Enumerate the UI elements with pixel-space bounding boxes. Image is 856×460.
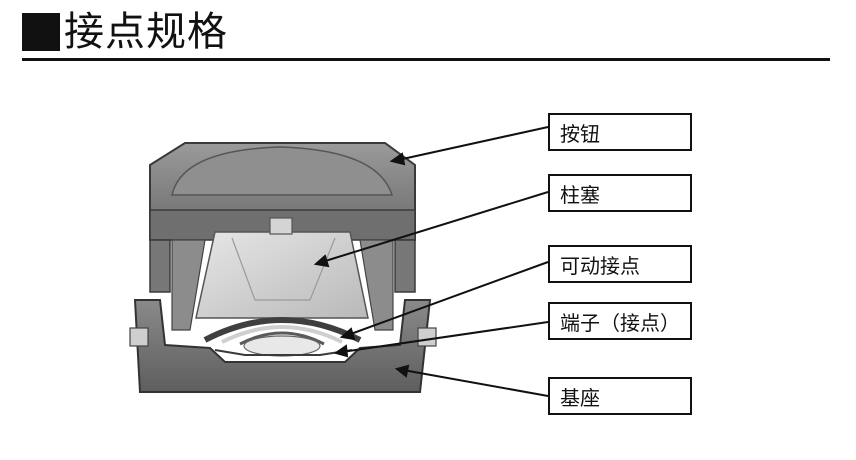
callout-movable-contact-label: 可动接点 — [548, 245, 692, 283]
callout-terminal-label: 端子（接点） — [548, 302, 692, 340]
plunger-part — [195, 217, 369, 319]
callout-button-label: 按钮 — [548, 113, 692, 151]
title-underline — [22, 58, 830, 61]
title-square-icon — [22, 13, 60, 51]
housing-walls — [149, 239, 416, 331]
leader-lines — [313, 126, 549, 397]
movable-contact-part — [203, 317, 362, 357]
callout-plunger-label: 柱塞 — [548, 174, 692, 212]
page-title-text: 接点规格 — [64, 9, 228, 55]
callout-base-label: 基座 — [548, 377, 692, 415]
base-part — [129, 299, 437, 393]
page-title: 接点规格 — [22, 8, 228, 56]
